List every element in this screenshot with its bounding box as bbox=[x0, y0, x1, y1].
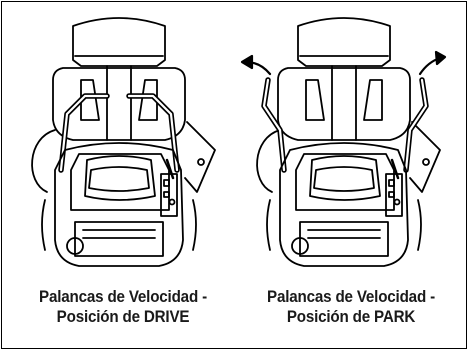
mower-drive-position-illustration bbox=[15, 10, 225, 290]
right-outward-arrow-icon bbox=[418, 50, 447, 76]
caption-park-position: Palancas de Velocidad - Posición de PARK bbox=[245, 287, 457, 327]
right-drive-lever bbox=[126, 93, 180, 173]
key-icon bbox=[165, 158, 175, 180]
mower-park-position-illustration bbox=[240, 10, 450, 290]
fuel-cap-icon bbox=[66, 237, 84, 255]
seat-back bbox=[297, 17, 391, 67]
seat-back bbox=[72, 17, 166, 67]
caption-park-line2: Posición de PARK bbox=[286, 308, 416, 326]
seat bbox=[277, 67, 411, 141]
caption-drive-line2: Posición de DRIVE bbox=[56, 308, 190, 326]
mower-deck-left bbox=[256, 129, 281, 193]
rear-body bbox=[54, 142, 184, 267]
chute-bolt-icon bbox=[422, 158, 430, 166]
discharge-chute bbox=[409, 121, 441, 193]
caption-drive-line1: Palancas de Velocidad - bbox=[39, 288, 207, 306]
caption-park-line1: Palancas de Velocidad - bbox=[267, 288, 435, 306]
chute-bolt-icon bbox=[197, 158, 205, 166]
discharge-chute bbox=[184, 121, 216, 193]
key-icon bbox=[390, 158, 400, 180]
mower-deck-left bbox=[31, 129, 56, 193]
fuel-cap-icon bbox=[291, 237, 309, 255]
seat bbox=[52, 67, 186, 141]
left-outward-arrow-icon bbox=[240, 54, 272, 76]
caption-drive-position: Palancas de Velocidad - Posición de DRIV… bbox=[17, 287, 229, 327]
rear-body bbox=[279, 142, 409, 267]
left-drive-lever bbox=[58, 93, 110, 173]
